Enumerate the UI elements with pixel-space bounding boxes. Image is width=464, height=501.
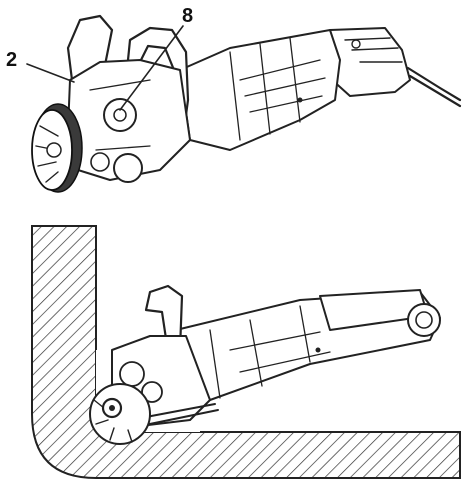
leader-line-2 bbox=[26, 63, 75, 83]
callout-label-2: 2 bbox=[6, 49, 18, 71]
diamond-blade-icon bbox=[31, 103, 83, 193]
corner-cutting-view bbox=[31, 225, 461, 479]
diamond-blade-icon bbox=[89, 383, 151, 445]
callout-label-8: 8 bbox=[182, 5, 194, 27]
leader-line-8 bbox=[119, 25, 184, 111]
wall-chaser-perspective-view bbox=[26, 14, 462, 193]
